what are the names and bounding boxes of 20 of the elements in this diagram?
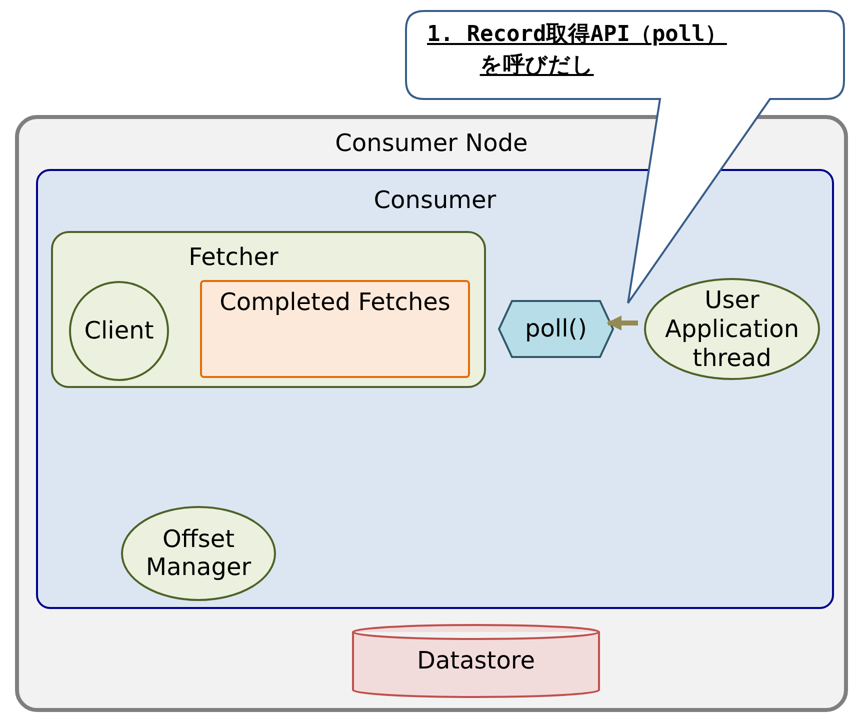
node-label: Fetcher	[188, 243, 280, 272]
node-label: poll()	[524, 314, 588, 344]
thread-ellipse	[644, 278, 820, 380]
node-container	[15, 115, 848, 712]
datastore-cylinder	[352, 624, 600, 698]
node-label: Datastore	[416, 646, 536, 676]
consumer-container	[36, 169, 834, 609]
node-label: Consumer	[372, 186, 498, 215]
node-label: 1. Record取得API（poll）を呼びだし	[427, 21, 728, 80]
process-box	[200, 280, 470, 378]
node-label: Offset Manager	[144, 524, 252, 582]
arrow	[606, 316, 638, 330]
client-circle	[69, 281, 169, 381]
node-label: Completed Fetches	[218, 288, 452, 317]
node-label: User Application thread	[664, 286, 800, 372]
fetcher-container	[51, 231, 486, 388]
manager-ellipse	[121, 506, 276, 601]
method-hexagon	[498, 300, 614, 358]
node-label: Client	[83, 316, 155, 346]
node-label: Consumer Node	[334, 129, 529, 158]
